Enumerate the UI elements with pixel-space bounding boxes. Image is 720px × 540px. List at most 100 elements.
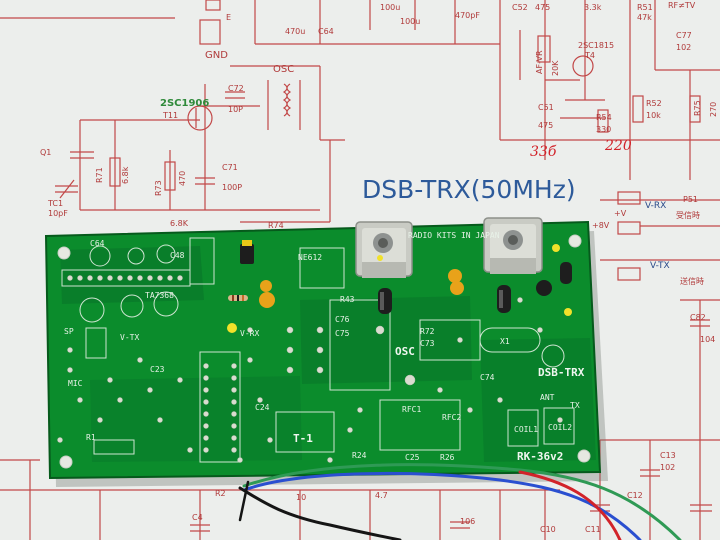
label-r51-val: 47k — [637, 13, 652, 22]
silk-coil2: COIL2 — [548, 423, 572, 432]
label-r52: R52 — [646, 99, 662, 108]
label-c52-val: 475 — [535, 3, 550, 12]
label-r71-val: 6.8k — [121, 166, 130, 184]
label-tc1-val: 10pF — [48, 209, 68, 218]
label-c4: C4 — [192, 513, 203, 522]
label-c71: C71 — [222, 163, 238, 172]
label-c51: C51 — [538, 103, 554, 112]
silk-sp: SP — [64, 327, 74, 336]
label-c82: C82 — [690, 313, 706, 322]
label-3k3: 3.3k — [584, 3, 602, 12]
silk-mic: MIC — [68, 379, 83, 388]
wires — [238, 463, 682, 540]
silk-rfc2: RFC2 — [442, 413, 461, 422]
label-r2: R2 — [215, 489, 226, 498]
label-t4-part: 2SC1815 — [578, 41, 614, 50]
silk-c24: C24 — [255, 403, 270, 412]
silk-osc: OSC — [395, 345, 415, 358]
silk-c76: C76 — [335, 315, 350, 324]
label-r54: R54 — [596, 113, 612, 122]
label-c64: C64 — [318, 27, 334, 36]
silk-ta7368: TA7368 — [145, 291, 174, 300]
label-rx-jp: 受信時 — [676, 210, 700, 220]
label-100u-a: 100u — [380, 3, 400, 12]
label-t4: T4 — [584, 51, 595, 60]
silk-c74: C74 — [480, 373, 495, 382]
label-r71: R71 — [95, 167, 104, 183]
label-e: E — [226, 13, 231, 22]
handwritten-note-220: 220 — [604, 138, 632, 154]
silk-tx: TX — [570, 401, 580, 410]
label-plus-8v: +8V — [592, 221, 610, 230]
label-c12: C12 — [627, 491, 643, 500]
label-p51: P51 — [683, 195, 698, 204]
label-c52: C52 — [512, 3, 528, 12]
silk-c48: C48 — [170, 251, 185, 260]
silk-c73: C73 — [420, 339, 435, 348]
silk-c23: C23 — [150, 365, 165, 374]
silk-c75: C75 — [335, 329, 350, 338]
label-c77: C77 — [676, 31, 692, 40]
silk-t1: T-1 — [293, 432, 313, 445]
label-c72: C72 — [228, 84, 244, 93]
silk-version: RK-36v2 — [517, 450, 563, 463]
label-r75: R75 — [693, 100, 702, 116]
silk-board-name: DSB-TRX — [538, 366, 585, 379]
label-470pf: 470pF — [455, 11, 480, 20]
label-c71-val: 100P — [222, 183, 242, 192]
label-c64-val: 470u — [285, 27, 305, 36]
label-10: 10 — [296, 493, 306, 502]
label-c72-val: 10P — [228, 105, 243, 114]
silk-r43: R43 — [340, 295, 355, 304]
label-r73: R73 — [154, 180, 163, 196]
label-r74: R74 — [268, 221, 284, 230]
label-af-vr: AF-VR — [535, 50, 544, 74]
osc-coil-can-left — [355, 221, 413, 278]
label-c12-val: 106 — [460, 517, 475, 526]
osc-coil-can-right — [483, 217, 543, 274]
schematic-title: DSB-TRX(50MHz) — [362, 175, 576, 204]
silk-r72: R72 — [420, 327, 435, 336]
label-r51: R51 — [637, 3, 653, 12]
silk-rfc1: RFC1 — [402, 405, 421, 414]
label-4-7: 4.7 — [375, 491, 388, 500]
silkscreen-text: RADIO KITS IN JAPAN DSB-TRX RK-36v2 OSC … — [64, 231, 585, 463]
label-r73-val: 470 — [178, 171, 187, 186]
label-c77-val: 102 — [676, 43, 691, 52]
label-c82-val: 104 — [700, 335, 715, 344]
label-r52-val: 10k — [646, 111, 661, 120]
label-c10: C10 — [540, 525, 556, 534]
label-r75-val: 270 — [709, 102, 718, 117]
label-af-vr-val: 20K — [551, 60, 560, 76]
label-r74-val: 6.8K — [170, 219, 189, 228]
label-t11: T11 — [162, 111, 178, 120]
silk-v-tx: V-TX — [120, 333, 139, 342]
silk-c25: C25 — [405, 453, 420, 462]
silk-x1: X1 — [500, 337, 510, 346]
label-rf-tv: RF≠TV — [668, 1, 696, 10]
silk-c64: C64 — [90, 239, 105, 248]
label-tx-jp: 送信時 — [680, 276, 704, 286]
silk-r26: R26 — [440, 453, 455, 462]
label-c13: C13 — [660, 451, 676, 460]
label-q1: Q1 — [40, 148, 51, 157]
silk-kit-name: RADIO KITS IN JAPAN — [408, 231, 500, 240]
label-t11-part: 2SC1906 — [160, 98, 209, 109]
label-plus-v: +V — [614, 209, 627, 218]
label-c51-val: 475 — [538, 121, 553, 130]
label-c13-val: 102 — [660, 463, 675, 472]
pcb-board: RADIO KITS IN JAPAN DSB-TRX RK-36v2 OSC … — [44, 217, 608, 487]
components — [227, 240, 572, 333]
silk-v-rx: V-RX — [240, 329, 259, 338]
label-tc1: TC1 — [47, 199, 63, 208]
label-gnd: GND — [205, 50, 228, 61]
silk-r1: R1 — [86, 433, 96, 442]
label-100u-b: 100u — [400, 17, 420, 26]
label-c11: C11 — [585, 525, 601, 534]
silk-ne612: NE612 — [298, 253, 322, 262]
label-v-tx: V-TX — [650, 261, 670, 271]
silk-r24: R24 — [352, 451, 367, 460]
schematic-text: GND E 470u C64 100u 100u 470pF OSC C72 1… — [40, 1, 718, 534]
